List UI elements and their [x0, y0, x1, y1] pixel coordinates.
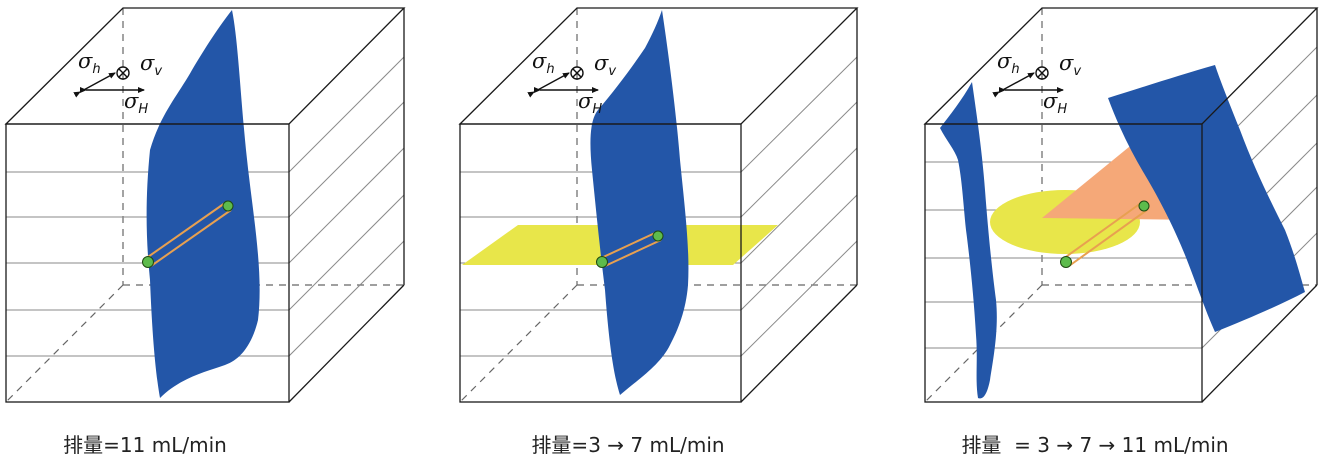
panel-3: σh σv σH 排量 = 3 → 7 → 11 mL/min [923, 7, 1319, 457]
fracture-plane [146, 10, 260, 398]
injection-port-icon [596, 256, 608, 268]
cube-hidden-edges [459, 8, 857, 403]
layer-lines-side [288, 56, 405, 357]
end-port-icon [1138, 200, 1150, 212]
fracture-plane [590, 10, 689, 395]
wellbore [1062, 202, 1148, 267]
wellbore [144, 202, 232, 267]
wellbore [598, 232, 662, 267]
sigma-H-label: σH [578, 89, 602, 117]
sigma-h-label: σh [997, 49, 1020, 77]
cube-edges [458, 7, 859, 403]
end-port-icon [652, 230, 664, 242]
cube-edges [4, 7, 406, 403]
stress-axis-icon [527, 66, 599, 98]
sigma-h-label: σh [532, 49, 555, 77]
fracture-plane-left [940, 82, 997, 399]
cube-edges [923, 7, 1319, 403]
panel-3-caption: 排量 = 3 → 7 → 11 mL/min [961, 433, 1228, 457]
cube-hidden-edges [5, 8, 404, 403]
layer-lines-side [740, 56, 858, 357]
sigma-v-label: σv [1059, 51, 1081, 79]
fracture-plane-right [1108, 65, 1305, 332]
panel-1-caption: 排量=11 mL/min [63, 433, 227, 457]
sigma-h-label: σh [78, 49, 101, 77]
sigma-v-label: σv [594, 51, 616, 79]
end-port-icon [222, 200, 234, 212]
injection-port-icon [1060, 256, 1072, 268]
sigma-H-label: σH [124, 89, 148, 117]
stress-axis-icon [992, 66, 1064, 98]
panel-1: σh σv σH 排量=11 mL/min [4, 7, 406, 457]
stress-axis-icon [73, 66, 145, 98]
panel-2: σh σv σH 排量=3 → 7 mL/min [458, 7, 859, 457]
panel-2-caption: 排量=3 → 7 mL/min [531, 433, 724, 457]
sigma-v-label: σv [140, 51, 162, 79]
sigma-H-label: σH [1043, 89, 1067, 117]
injection-port-icon [142, 256, 154, 268]
